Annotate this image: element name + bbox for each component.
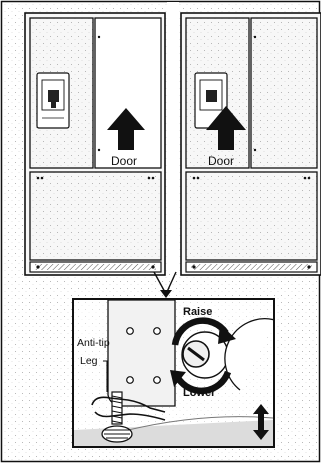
lower-label: Lower (183, 387, 216, 399)
right-fridge-freezer-drawer (186, 172, 317, 260)
anti-tip-label-line2: Leg (80, 355, 98, 367)
raise-label: Raise (183, 306, 212, 318)
right-door-label: Door (208, 154, 234, 168)
right-fridge-right-door (251, 18, 317, 168)
anti-tip-label-line1: Anti-tip (77, 337, 110, 349)
left-door-label: Door (111, 154, 137, 168)
left-fridge-freezer-drawer (30, 172, 161, 260)
detail-inset (73, 299, 275, 447)
right-refrigerator (181, 13, 321, 275)
left-refrigerator (25, 13, 165, 275)
